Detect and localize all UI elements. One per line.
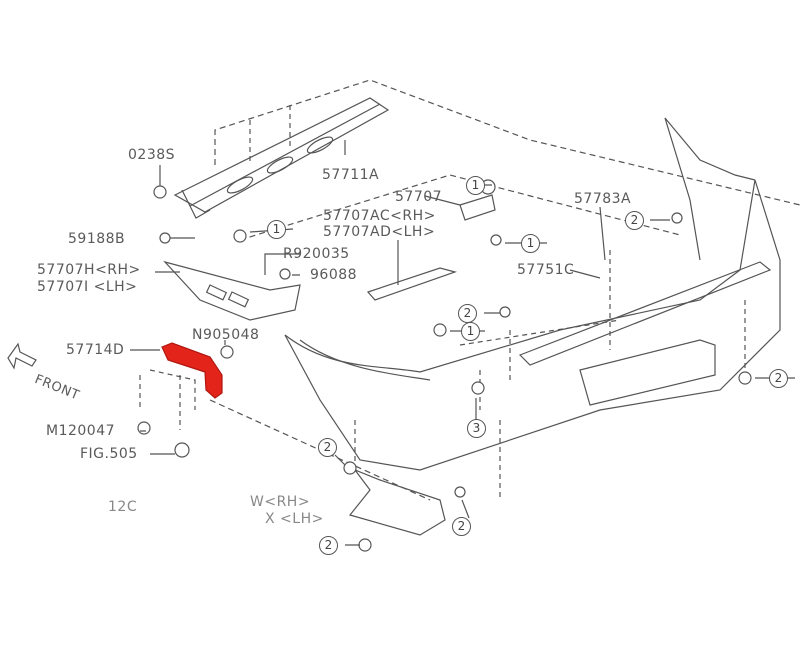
callout-2: 2 — [769, 369, 788, 388]
front-arrow-icon — [7, 342, 37, 370]
blurred-region — [180, 480, 280, 560]
label-r920035: R920035 — [283, 246, 350, 262]
callout-3: 3 — [467, 419, 486, 438]
label-57711a: 57711A — [322, 167, 380, 183]
label-57707: 57707 — [395, 189, 443, 205]
label-12c-partial: 12C — [108, 499, 138, 515]
callout-1: 1 — [461, 322, 480, 341]
label-0238s: 0238S — [128, 147, 176, 163]
callout-1: 1 — [466, 176, 485, 195]
callout-2: 2 — [452, 517, 471, 536]
highlighted-part-57714d — [161, 342, 223, 399]
callout-1: 1 — [267, 220, 286, 239]
callout-2: 2 — [625, 211, 644, 230]
label-57714d: 57714D — [66, 342, 125, 358]
rear-bumper-cover — [284, 117, 781, 471]
callout-1: 1 — [521, 234, 540, 253]
label-57707h: 57707H<RH> — [37, 262, 141, 278]
label-fig505: FIG.505 — [80, 446, 138, 462]
callout-2: 2 — [319, 536, 338, 555]
label-96088: 96088 — [310, 267, 358, 283]
label-m120047: M120047 — [46, 423, 116, 439]
label-59188b: 59188B — [68, 231, 126, 247]
label-x-lh-partial: X <LH> — [265, 511, 324, 527]
upper-beam-57711a — [173, 97, 390, 219]
label-n905048: N905048 — [192, 327, 260, 343]
callout-2: 2 — [318, 438, 337, 457]
label-57783a: 57783A — [574, 191, 632, 207]
side-bracket-57707h — [163, 260, 301, 321]
label-57707ad: 57707AD<LH> — [323, 224, 436, 240]
label-57707ac: 57707AC<RH> — [323, 208, 436, 224]
label-57707i: 57707I <LH> — [37, 279, 138, 295]
label-57751c: 57751C — [517, 262, 575, 278]
reinforcement-57751c — [518, 261, 772, 366]
label-w-rh-partial: W<RH> — [250, 494, 311, 510]
callout-2: 2 — [458, 304, 477, 323]
